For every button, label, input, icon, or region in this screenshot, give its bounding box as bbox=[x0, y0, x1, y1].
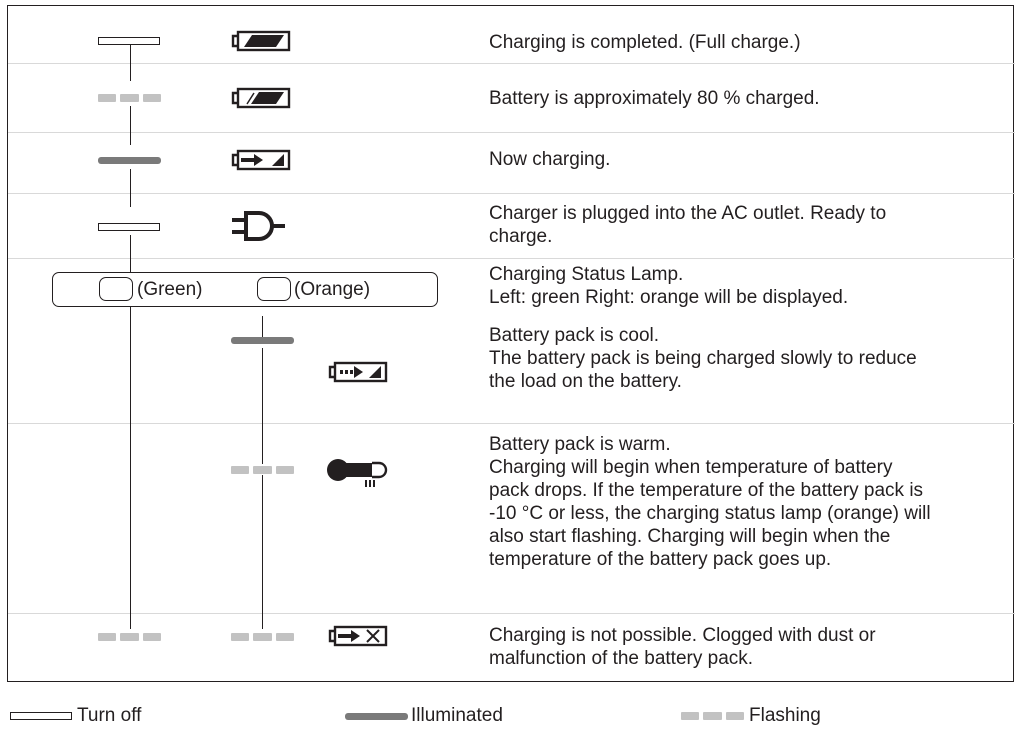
battery-80-icon bbox=[229, 86, 291, 115]
green-lamp bbox=[99, 277, 133, 301]
description-line: Battery pack is cool. bbox=[489, 325, 660, 346]
description-line: also start flashing. Charging will begin… bbox=[489, 526, 891, 547]
row-separator bbox=[8, 132, 1015, 133]
lamp-illuminated-indicator bbox=[98, 157, 161, 164]
description-line: Left: green Right: orange will be displa… bbox=[489, 287, 849, 308]
description-line: Charging Status Lamp. bbox=[489, 264, 684, 285]
lamp-off-indicator bbox=[98, 37, 160, 45]
charging-status-table bbox=[7, 5, 1015, 682]
row-separator bbox=[8, 423, 1015, 424]
thermometer-icon bbox=[325, 458, 389, 493]
description-line: the load on the battery. bbox=[489, 371, 682, 392]
lamp-flashing-indicator bbox=[231, 633, 294, 641]
lamp-flashing-indicator bbox=[98, 633, 161, 641]
description-line: charge. bbox=[489, 226, 553, 247]
status-description-lamp: Charging Status Lamp. Left: green Right:… bbox=[489, 263, 1014, 309]
row-separator bbox=[8, 63, 1015, 64]
connector-line bbox=[262, 475, 263, 629]
description-line: Charging is completed. (Full charge.) bbox=[489, 32, 801, 53]
description-line: Now charging. bbox=[489, 149, 611, 170]
description-line: pack drops. If the temperature of the ba… bbox=[489, 480, 924, 501]
row-separator bbox=[8, 613, 1015, 614]
status-description-error: Charging is not possible. Clogged with d… bbox=[489, 624, 1014, 670]
connector-line bbox=[130, 307, 131, 629]
status-description-cool: Battery pack is cool. The battery pack i… bbox=[489, 324, 1014, 393]
status-description-ready: Charger is plugged into the AC outlet. R… bbox=[489, 202, 1014, 248]
description-line: The battery pack is being charged slowly… bbox=[489, 348, 917, 369]
legend-illuminated-label: Illuminated bbox=[411, 705, 503, 726]
battery-charging-icon bbox=[229, 148, 291, 177]
legend-flashing-swatch bbox=[681, 712, 744, 720]
orange-lamp bbox=[257, 277, 291, 301]
status-description-warm: Battery pack is warm. Charging will begi… bbox=[489, 433, 1014, 571]
description-line: Charger is plugged into the AC outlet. R… bbox=[489, 203, 887, 224]
battery-slow-charging-icon bbox=[326, 360, 388, 389]
legend-off-label: Turn off bbox=[77, 705, 142, 726]
connector-line bbox=[130, 106, 131, 145]
connector-line bbox=[130, 169, 131, 207]
battery-full-icon bbox=[229, 29, 291, 58]
description-line: Battery is approximately 80 % charged. bbox=[489, 88, 820, 109]
row-separator bbox=[8, 193, 1015, 194]
connector-line bbox=[130, 235, 131, 272]
status-description-charging: Now charging. bbox=[489, 148, 1014, 171]
lamp-flashing-indicator bbox=[98, 94, 161, 102]
description-line: Charging will begin when temperature of … bbox=[489, 457, 893, 478]
description-line: temperature of the battery pack goes up. bbox=[489, 549, 832, 570]
description-line: Battery pack is warm. bbox=[489, 434, 671, 455]
green-lamp-label: (Green) bbox=[137, 279, 203, 300]
charging-status-lamp: (Green) (Orange) bbox=[52, 272, 438, 307]
legend-illuminated-swatch bbox=[345, 713, 408, 720]
connector-line bbox=[130, 45, 131, 81]
battery-error-icon bbox=[326, 624, 388, 653]
lamp-illuminated-indicator bbox=[231, 337, 294, 344]
status-description-full-charge: Charging is completed. (Full charge.) bbox=[489, 31, 1014, 54]
description-line: -10 °C or less, the charging status lamp… bbox=[489, 503, 931, 524]
row-separator bbox=[8, 258, 1015, 259]
lamp-off-indicator bbox=[98, 223, 160, 231]
description-line: malfunction of the battery pack. bbox=[489, 648, 754, 669]
connector-line bbox=[262, 348, 263, 464]
plug-icon bbox=[229, 210, 291, 247]
lamp-flashing-indicator bbox=[231, 466, 294, 474]
legend-off-swatch bbox=[10, 712, 72, 720]
orange-lamp-label: (Orange) bbox=[294, 279, 371, 300]
status-description-80-percent: Battery is approximately 80 % charged. bbox=[489, 87, 1014, 110]
connector-line bbox=[262, 316, 263, 340]
description-line: Charging is not possible. Clogged with d… bbox=[489, 625, 876, 646]
legend-flashing-label: Flashing bbox=[749, 705, 821, 726]
